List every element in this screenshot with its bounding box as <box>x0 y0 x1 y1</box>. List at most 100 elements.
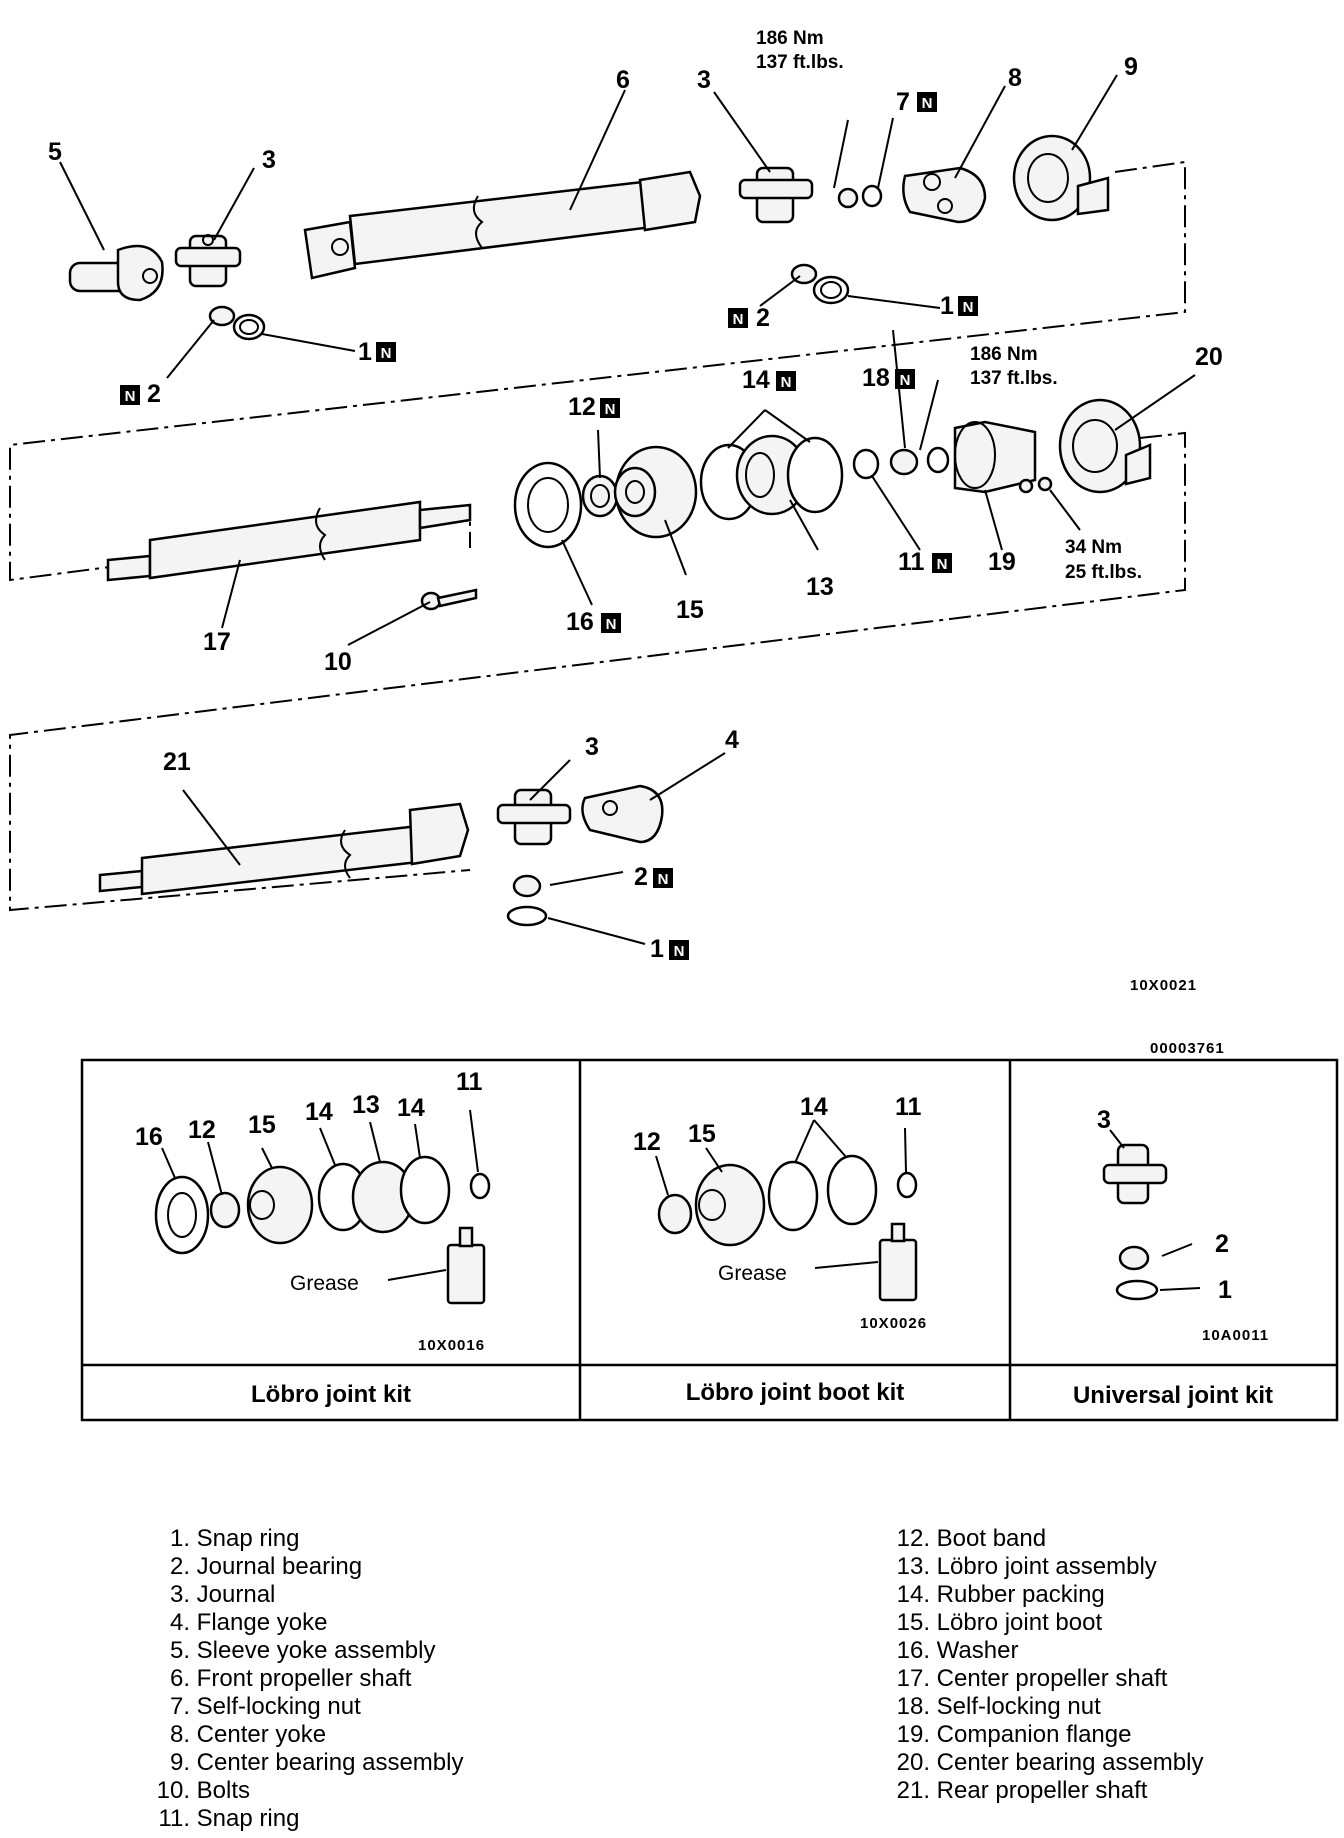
journal-spider-b <box>738 166 814 224</box>
grease-label: Grease <box>718 1262 787 1285</box>
callout-2: 2 <box>756 304 770 332</box>
legend-label: Center yoke <box>196 1721 327 1748</box>
callout-2: 2 <box>634 863 648 891</box>
callout-4: 4 <box>725 726 739 754</box>
legend-number: 8. <box>169 1721 190 1748</box>
kit-title: Löbro joint boot kit <box>686 1379 905 1406</box>
n-mark-icon: N <box>932 553 952 573</box>
legend-number: 4. <box>169 1609 190 1636</box>
legend-number: 5. <box>169 1637 190 1664</box>
svg-text:N: N <box>606 616 617 633</box>
legend-label: Center propeller shaft <box>936 1665 1168 1692</box>
legend-label: Washer <box>936 1637 1019 1664</box>
legend-label: Journal bearing <box>196 1553 363 1580</box>
callout-19: 19 <box>988 548 1016 576</box>
callout-21: 21 <box>163 748 191 776</box>
legend-number: 3. <box>169 1581 190 1608</box>
legend-number: 14. <box>896 1581 930 1608</box>
callout-6: 6 <box>616 66 630 94</box>
callout-5: 5 <box>48 138 62 166</box>
legend-label: Rubber packing <box>936 1581 1105 1608</box>
torque-specs: 186 Nm 137 ft.lbs. 186 Nm 137 ft.lbs. 34… <box>756 28 1142 583</box>
rear-propeller-shaft <box>98 802 470 896</box>
callout-20: 20 <box>1195 343 1223 371</box>
figure-code: 10X0026 <box>860 1315 927 1332</box>
legend-item: 7. Self-locking nut <box>140 1693 463 1721</box>
flange-yoke <box>581 784 664 844</box>
lobro-joint-boot <box>613 445 698 539</box>
section-flow-lines <box>9 160 1186 912</box>
svg-text:N: N <box>922 95 933 112</box>
callout-10: 10 <box>324 648 352 676</box>
journal-spider-a <box>174 234 242 288</box>
torque-nm: 186 Nm <box>756 28 824 49</box>
kit-number: 12 <box>633 1128 661 1156</box>
lobro-joint-boot-kit-panel: 12 15 14 11 Grease 10X0026 Löbro joint b… <box>633 1093 927 1406</box>
legend-item: 4. Flange yoke <box>140 1609 463 1637</box>
callout-3: 3 <box>697 66 711 94</box>
center-yoke <box>902 166 987 224</box>
parts-legend: 1. Snap ring 2. Journal bearing 3. Journ… <box>0 1525 1344 1832</box>
companion-flange <box>953 420 1037 494</box>
n-mark-icon: N <box>958 296 978 316</box>
journal-bearing-a <box>208 305 236 327</box>
legend-number: 18. <box>896 1693 930 1720</box>
legend-label: Bolts <box>196 1777 251 1804</box>
callout-9: 9 <box>1124 53 1138 81</box>
kit-number: 12 <box>188 1116 216 1144</box>
leader-lines <box>59 74 1196 945</box>
kit-title: Universal joint kit <box>1073 1382 1273 1409</box>
n-mark-icon: N <box>600 398 620 418</box>
legend-item: 17. Center propeller shaft <box>880 1665 1203 1693</box>
non-reusable-marks: N N N N N N N N N N N N <box>120 92 978 960</box>
kit-table: 16 12 15 14 13 14 11 Grease 10X0016 Löbr… <box>80 1058 1339 1422</box>
torque-ftlbs: 137 ft.lbs. <box>970 368 1058 389</box>
n-mark-icon: N <box>895 369 915 389</box>
torque-ftlbs: 25 ft.lbs. <box>1065 562 1142 583</box>
legend-label: Center bearing assembly <box>936 1749 1204 1776</box>
figure-code: 00003761 <box>1150 1040 1225 1057</box>
callout-11: 11 <box>898 548 925 576</box>
n-mark-icon: N <box>120 385 140 405</box>
kit-number: 14 <box>397 1094 425 1122</box>
callout-18: 18 <box>862 364 890 392</box>
snap-ring-d <box>506 905 548 927</box>
callout-15: 15 <box>676 596 704 624</box>
svg-text:N: N <box>733 311 744 328</box>
legend-column-left: 1. Snap ring 2. Journal bearing 3. Journ… <box>140 1525 464 1833</box>
legend-item: 5. Sleeve yoke assembly <box>140 1637 463 1665</box>
torque-nm: 34 Nm <box>1065 537 1122 558</box>
n-mark-icon: N <box>669 940 689 960</box>
washer <box>513 461 583 549</box>
legend-label: Rear propeller shaft <box>936 1777 1148 1804</box>
callout-16: 16 <box>566 608 594 636</box>
legend-number: 12. <box>896 1525 930 1552</box>
torque-nm: 186 Nm <box>970 344 1038 365</box>
svg-text:N: N <box>781 374 792 391</box>
bearing-nuts <box>1018 476 1053 494</box>
svg-text:N: N <box>963 299 974 316</box>
legend-item: 11. Snap ring <box>140 1805 463 1833</box>
snap-ring-c <box>852 448 880 480</box>
propeller-shaft-exploded-diagram: 5 3 6 3 7 8 9 1 2 1 2 12 14 18 20 11 19 … <box>9 28 1339 1422</box>
journal-spider-c <box>496 788 572 846</box>
callout-7: 7 <box>896 88 910 116</box>
snap-ring-a <box>232 313 266 341</box>
legend-label: Boot band <box>936 1525 1047 1552</box>
callout-2: 2 <box>147 380 161 408</box>
callout-1: 1 <box>650 935 664 963</box>
callout-1: 1 <box>940 292 954 320</box>
svg-text:N: N <box>605 401 616 418</box>
callout-numbers: 5 3 6 3 7 8 9 1 2 1 2 12 14 18 20 11 19 … <box>48 53 1223 963</box>
legend-item: 16. Washer <box>880 1637 1203 1665</box>
n-mark-icon: N <box>601 613 621 633</box>
legend-item: 21. Rear propeller shaft <box>880 1777 1203 1805</box>
callout-8: 8 <box>1008 64 1022 92</box>
legend-number: 1. <box>169 1525 190 1552</box>
callout-3: 3 <box>585 733 599 761</box>
legend-number: 21. <box>896 1777 930 1804</box>
legend-label: Löbro joint assembly <box>936 1553 1157 1580</box>
figure-code: 10X0021 <box>1130 977 1197 994</box>
snap-ring-b <box>812 275 850 305</box>
sleeve-yoke-assembly <box>68 244 164 302</box>
